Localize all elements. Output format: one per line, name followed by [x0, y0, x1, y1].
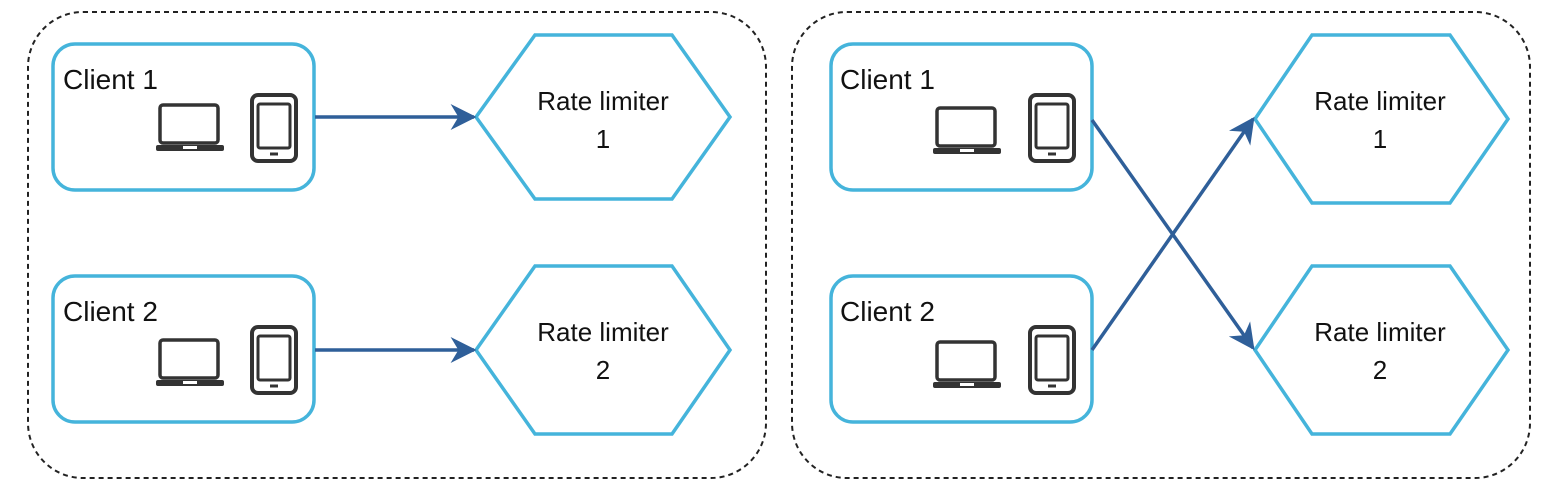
- client-box: Client 1: [829, 42, 1094, 192]
- rate-limiter-hexagon: Rate limiter 1: [1252, 33, 1511, 205]
- rate-limiter-label: Rate limiter: [1314, 317, 1446, 347]
- client-label: Client 1: [63, 64, 158, 95]
- group-boundary-right: [791, 11, 1531, 479]
- rate-limiter-number: 2: [1373, 355, 1387, 385]
- panel-right: Client 1 Client 2 Rate limiter 1 Rate li…: [791, 11, 1531, 479]
- client-box: Client 2: [51, 274, 316, 424]
- client-label: Client 1: [840, 64, 935, 95]
- panel-left: Client 1 Client 2 Rate limiter 1 Rate li…: [27, 11, 767, 479]
- rate-limiter-hexagon: Rate limiter 2: [473, 264, 733, 436]
- rate-limiter-label: Rate limiter: [537, 86, 669, 116]
- client-box: Client 2: [829, 274, 1094, 424]
- client-label: Client 2: [63, 296, 158, 327]
- rate-limiter-label: Rate limiter: [537, 317, 669, 347]
- rate-limiter-hexagon: Rate limiter 1: [473, 33, 733, 201]
- client-box: Client 1: [51, 42, 316, 192]
- group-boundary-left: [27, 11, 767, 479]
- connection-arrow: [1090, 116, 1255, 352]
- rate-limiter-number: 1: [596, 124, 610, 154]
- client-label: Client 2: [840, 296, 935, 327]
- rate-limiter-number: 2: [596, 355, 610, 385]
- rate-limiter-label: Rate limiter: [1314, 86, 1446, 116]
- rate-limiter-number: 1: [1373, 124, 1387, 154]
- rate-limiter-hexagon: Rate limiter 2: [1252, 264, 1511, 436]
